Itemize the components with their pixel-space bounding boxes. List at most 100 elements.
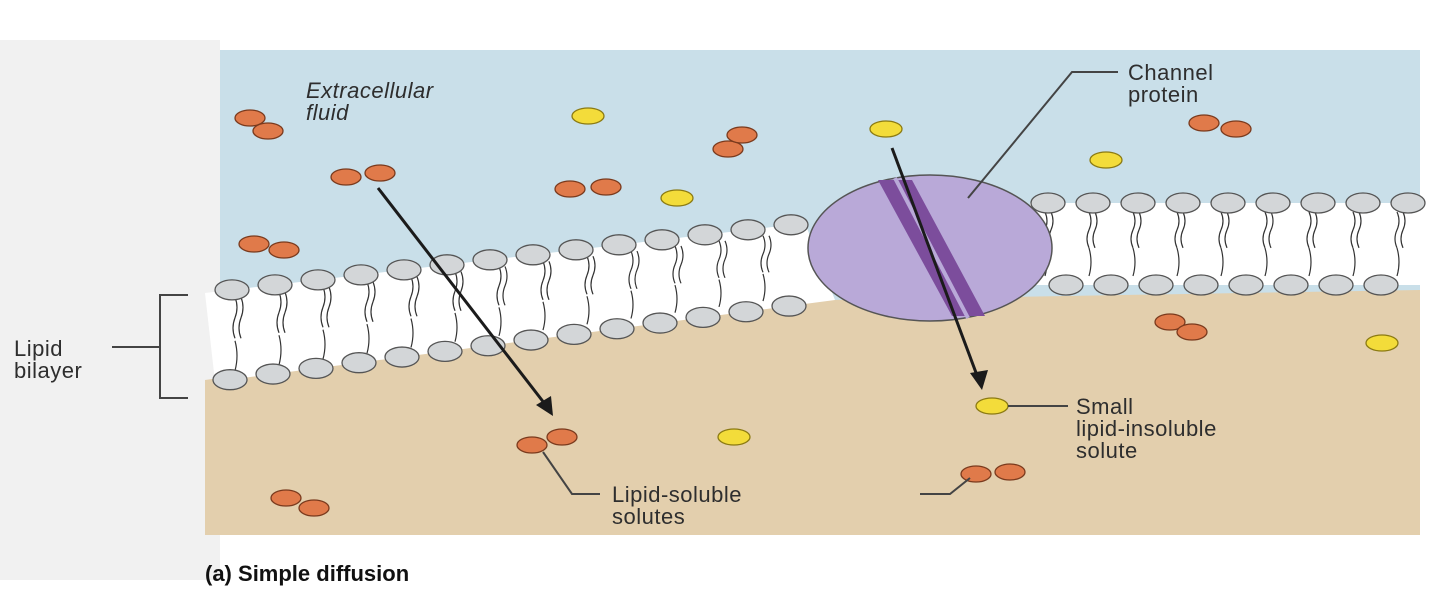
- lipid-head: [513, 329, 549, 351]
- lipid-head: [427, 340, 463, 363]
- lipid-soluble-solute: [330, 164, 396, 186]
- lipid-head: [601, 234, 637, 256]
- lipid-tail: [1130, 211, 1136, 249]
- lipid-head: [1363, 274, 1399, 296]
- lipid-head: [556, 323, 592, 346]
- lipid-tail: [496, 266, 502, 306]
- lipid-tail: [1224, 211, 1230, 249]
- lipid-tail: [1086, 211, 1092, 249]
- lipid-soluble-solute: [1188, 114, 1252, 138]
- lipid-tail: [1396, 247, 1400, 277]
- figure-caption: (a) Simple diffusion: [205, 561, 409, 587]
- lipid-tail: [716, 240, 722, 279]
- lipid-tail: [586, 296, 590, 325]
- bilayer-interior-right: [1030, 203, 1420, 285]
- lipid-head: [1183, 274, 1219, 296]
- lipid-soluble-arrowhead: [536, 396, 553, 416]
- lipid-head: [1255, 192, 1291, 214]
- lipid-bilayer: [205, 192, 1426, 391]
- lipid-head: [1318, 274, 1354, 296]
- channel-protein-leader: [967, 71, 1118, 199]
- lipid-tail: [1400, 211, 1406, 249]
- lipid-tail: [1176, 247, 1180, 277]
- lipid-soluble-solute: [712, 126, 758, 158]
- lipid-tail: [326, 286, 332, 328]
- lipid-tail: [1306, 211, 1312, 249]
- lipid-head: [300, 269, 336, 291]
- lipid-tail: [1092, 211, 1098, 249]
- lipid-head: [384, 346, 420, 368]
- lipid-head: [1030, 192, 1066, 214]
- lipid-tail: [452, 271, 458, 312]
- lipid-tail: [238, 296, 244, 339]
- lipid-tail: [320, 286, 326, 328]
- lipid-head: [1138, 274, 1174, 296]
- lipid-tail: [278, 335, 282, 366]
- lipid-insoluble-solute: [571, 107, 605, 125]
- lipid-insoluble-solute: [717, 428, 751, 446]
- lipid-head: [1273, 274, 1309, 296]
- lipid-head: [1120, 192, 1156, 214]
- lipid-head: [1165, 192, 1201, 214]
- lipid-tail: [678, 245, 684, 284]
- lipid-tail: [502, 266, 508, 306]
- lipid-soluble-solute: [234, 109, 284, 140]
- lipid-tail: [762, 273, 766, 302]
- lipid-tail: [1356, 211, 1362, 249]
- channel-arrowhead: [970, 370, 988, 390]
- lipid-head: [687, 224, 723, 246]
- lipid-tail: [760, 235, 766, 273]
- lipid-tail: [234, 340, 238, 371]
- lipid-head: [214, 279, 250, 301]
- lipid-head: [386, 259, 422, 281]
- lipid-head: [341, 352, 377, 374]
- left-margin: [0, 40, 220, 580]
- diffusion-arrows: [376, 147, 988, 416]
- lipid-tail: [1220, 247, 1224, 277]
- channel-arrow: [890, 147, 980, 379]
- lipid-tail: [458, 271, 464, 312]
- lipid-tail: [454, 312, 458, 342]
- lipid-insoluble-solute: [1089, 151, 1123, 169]
- lipid-tail: [498, 307, 502, 337]
- lipid-insoluble-solute: [1365, 334, 1399, 352]
- lipid-head: [599, 318, 635, 340]
- solute-molecules: [234, 107, 1399, 517]
- lipid-tail: [410, 318, 414, 348]
- lipid-tail: [674, 284, 678, 313]
- lipid-tail: [370, 281, 376, 323]
- lipid-head: [515, 244, 551, 266]
- lipid-soluble-solute: [270, 489, 330, 517]
- lipid-tail: [1312, 211, 1318, 249]
- lipid-head: [728, 301, 764, 323]
- lipid-tail: [718, 279, 722, 308]
- lipid-tail: [1218, 211, 1224, 249]
- lipid-head: [1210, 192, 1246, 214]
- lipid-tail: [1174, 211, 1180, 249]
- lipid-tail: [1268, 211, 1274, 249]
- lipid-insoluble-solute: [660, 189, 694, 207]
- lipid-soluble-leader-left: [542, 451, 600, 495]
- leader-lines: [112, 71, 1118, 495]
- lipid-soluble-leader-right: [920, 477, 971, 495]
- caption-letter: (a): [205, 561, 232, 586]
- lipid-tail: [1394, 211, 1400, 249]
- lipid-head: [1228, 274, 1264, 296]
- lipid-tail: [1264, 247, 1268, 277]
- lipid-tail: [672, 245, 678, 284]
- lipid-tail: [1350, 211, 1356, 249]
- lipid-head: [1300, 192, 1336, 214]
- lipid-head: [730, 219, 766, 241]
- lipid-tail: [282, 291, 288, 334]
- lipid-soluble-solute: [516, 428, 578, 454]
- lipid-head: [771, 295, 807, 317]
- lipid-tail: [1308, 247, 1312, 277]
- lipid-insoluble-solute: [869, 120, 903, 138]
- lipid-head: [298, 357, 334, 380]
